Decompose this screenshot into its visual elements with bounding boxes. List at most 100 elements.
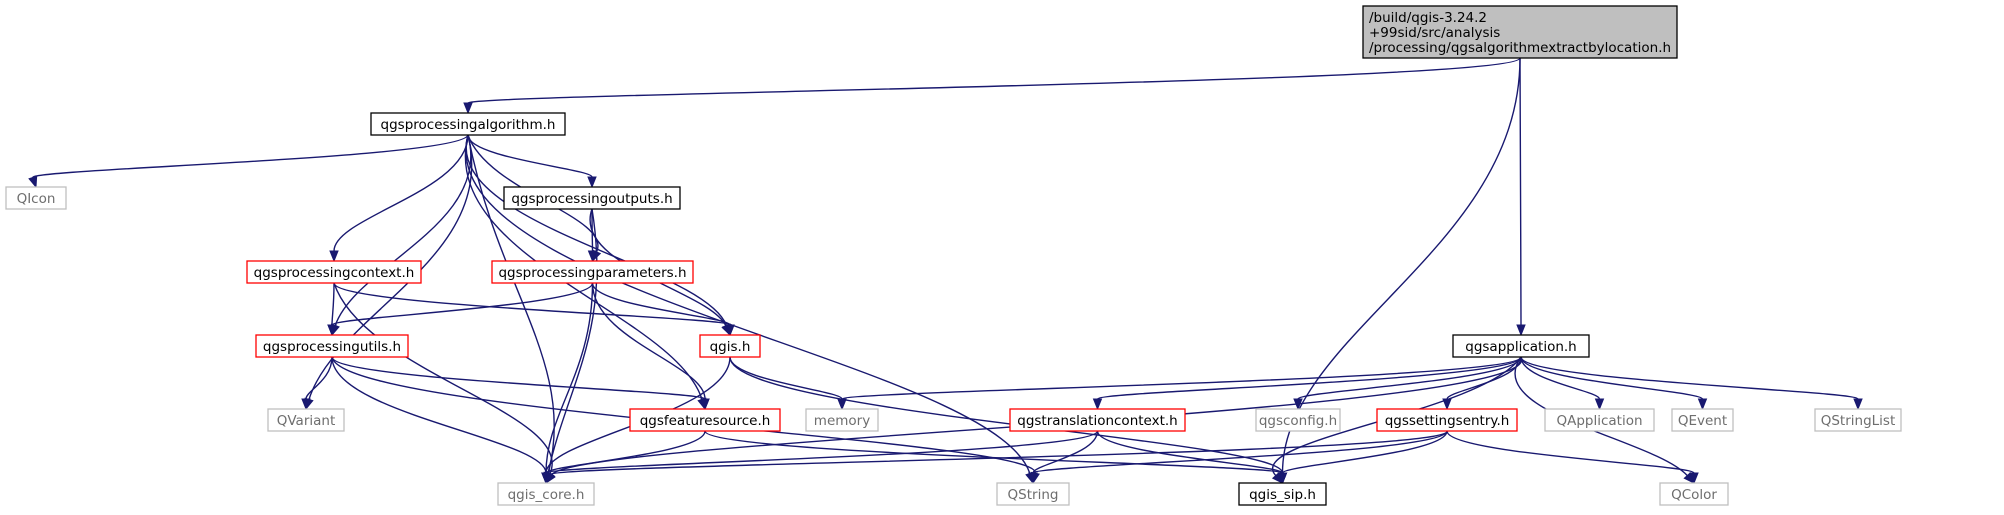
- edge-line: [1032, 430, 1448, 474]
- edge-line: [1520, 356, 1859, 400]
- edge-line: [1281, 430, 1448, 474]
- node-box: [996, 482, 1070, 506]
- edge-algorithm-to-context: [329, 134, 469, 263]
- node-label: qgsapplication.h: [1465, 339, 1577, 355]
- node-label: QString: [1008, 487, 1059, 503]
- edge-featuresource-to-core: [541, 430, 706, 485]
- node-label: QApplication: [1556, 413, 1642, 429]
- edge-arrowhead: [1028, 472, 1038, 485]
- node-qvariant: QVariant: [267, 408, 345, 432]
- node-label: QColor: [1671, 487, 1717, 503]
- edge-line: [305, 356, 333, 400]
- edge-line: [550, 430, 1448, 475]
- edge-utils-to-featuresource: [331, 356, 710, 411]
- edge-line: [591, 282, 731, 326]
- edge-context-to-core: [333, 282, 555, 485]
- node-box: [503, 186, 681, 210]
- edge-featuresource-to-sip: [704, 430, 1288, 485]
- node-label: qgsconfig.h: [1259, 413, 1337, 429]
- node-box: [1452, 334, 1590, 358]
- edge-arrowhead: [327, 324, 337, 337]
- edge-line: [1520, 356, 1704, 400]
- node-label: qgsprocessingalgorithm.h: [381, 117, 556, 133]
- nodes-layer: /build/qgis-3.24.2+99sid/src/analysis/pr…: [5, 5, 1902, 506]
- node-label: qgis_sip.h: [1249, 487, 1316, 503]
- node-memory: memory: [805, 408, 879, 432]
- node-label: qgsprocessingoutputs.h: [511, 191, 672, 207]
- node-label: QIcon: [17, 191, 56, 207]
- edge-application-to-qapplication: [1520, 356, 1605, 411]
- node-application[interactable]: qgsapplication.h: [1452, 334, 1590, 358]
- edge-line: [331, 282, 594, 326]
- node-qcolor: QColor: [1659, 482, 1729, 506]
- node-outputs[interactable]: qgsprocessingoutputs.h: [503, 186, 681, 210]
- edge-line: [333, 282, 731, 326]
- node-label-line: +99sid/src/analysis: [1369, 25, 1500, 41]
- edge-line: [467, 134, 593, 178]
- edge-line: [1446, 430, 1695, 474]
- edge-line: [547, 208, 598, 474]
- edge-arrowhead: [545, 471, 556, 485]
- node-label: qgis.h: [710, 339, 751, 355]
- node-label: qgsprocessingparameters.h: [498, 265, 686, 281]
- node-box: [1362, 5, 1678, 59]
- edge-arrowhead: [1697, 398, 1708, 411]
- node-qgis[interactable]: qgis.h: [699, 334, 761, 358]
- node-box: [491, 260, 694, 284]
- edge-line: [545, 282, 594, 474]
- node-featuresource[interactable]: qgsfeaturesource.h: [629, 408, 781, 432]
- node-qstringlist: QStringList: [1814, 408, 1902, 432]
- node-box: [699, 334, 761, 358]
- edge-settings-to-core: [545, 430, 1448, 485]
- edge-application-to-memory: [837, 356, 1522, 411]
- node-qicon: QIcon: [5, 186, 67, 210]
- edge-algorithm-to-qicon: [28, 134, 469, 189]
- node-box: [370, 112, 566, 136]
- node-label: QEvent: [1678, 413, 1727, 429]
- edge-algorithm-to-outputs: [467, 134, 597, 189]
- edge-application-to-translation: [1092, 356, 1522, 411]
- node-root: /build/qgis-3.24.2+99sid/src/analysis/pr…: [1362, 5, 1678, 59]
- node-box: [1659, 482, 1729, 506]
- edge-arrowhead: [1293, 398, 1303, 411]
- edge-line: [545, 430, 1099, 474]
- node-box: [5, 186, 67, 210]
- node-box: [1376, 408, 1518, 432]
- edge-root-to-application: [1516, 57, 1526, 337]
- node-label-line: /processing/qgsalgorithmextractbylocatio…: [1369, 40, 1671, 56]
- node-label: qgsfeaturesource.h: [640, 413, 771, 429]
- node-utils[interactable]: qgsprocessingutils.h: [255, 334, 409, 358]
- edge-line: [32, 134, 469, 179]
- node-algorithm[interactable]: qgsprocessingalgorithm.h: [370, 112, 566, 136]
- node-label: qgsprocessingutils.h: [263, 339, 401, 355]
- node-label: memory: [814, 413, 870, 429]
- node-core: qgis_core.h: [497, 482, 595, 506]
- node-translation[interactable]: qgstranslationcontext.h: [1009, 408, 1186, 432]
- edge-arrowhead: [1689, 472, 1699, 485]
- edge-algorithm-to-utils: [330, 134, 472, 337]
- edge-line: [841, 356, 1522, 400]
- node-context[interactable]: qgsprocessingcontext.h: [246, 260, 422, 284]
- node-qevent: QEvent: [1671, 408, 1734, 432]
- node-label: qgstranslationcontext.h: [1017, 413, 1178, 429]
- edge-line: [1096, 430, 1284, 474]
- edge-arrowhead: [587, 250, 598, 263]
- node-label: QVariant: [277, 413, 336, 429]
- node-box: [1814, 408, 1902, 432]
- edge-line: [545, 430, 706, 474]
- edge-line: [591, 208, 594, 252]
- edge-line: [591, 282, 706, 400]
- node-sip[interactable]: qgis_sip.h: [1238, 482, 1327, 506]
- node-box: [497, 482, 595, 506]
- edge-line: [1519, 57, 1522, 326]
- node-box: [629, 408, 781, 432]
- edge-line: [1032, 430, 1099, 474]
- edge-line: [331, 282, 335, 326]
- node-parameters[interactable]: qgsprocessingparameters.h: [491, 260, 694, 284]
- node-qstring: QString: [996, 482, 1070, 506]
- node-settings[interactable]: qgssettingsentry.h: [1376, 408, 1518, 432]
- edge-arrowhead: [1853, 398, 1863, 411]
- node-box: [267, 408, 345, 432]
- edge-qgis-to-memory: [729, 356, 847, 411]
